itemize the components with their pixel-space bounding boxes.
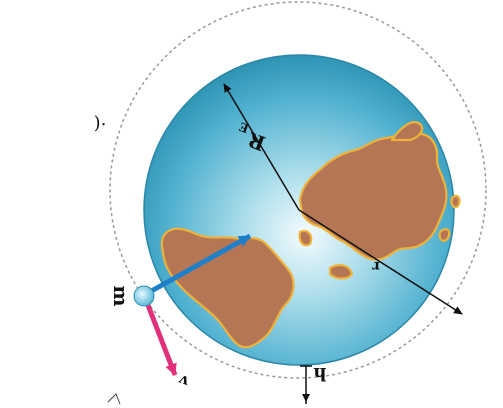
landmass-island-3: [328, 264, 354, 280]
label-orbit-radius: r: [372, 258, 380, 274]
orbit-radius-line: [298, 209, 463, 315]
landmass-island-1: [438, 228, 451, 242]
continents: [160, 121, 461, 349]
landmass-island-2: [450, 194, 461, 209]
satellite-mass: [133, 285, 155, 307]
label-velocity: v: [175, 371, 191, 392]
velocity-vector-arrow: [143, 299, 178, 376]
pencil-mark: [107, 393, 121, 405]
landmass-eurasia: [298, 132, 448, 261]
corner-mark: ·(: [94, 113, 107, 134]
label-radius-sub: E: [237, 119, 250, 135]
label-mass: m: [109, 285, 133, 306]
orbit-circle: [109, 1, 487, 379]
radius-line: [223, 83, 300, 211]
height-arrowhead: [302, 394, 310, 402]
landmass-peninsula: [390, 121, 424, 142]
landmass-south: [160, 227, 295, 349]
landmass-island-4: [298, 229, 313, 247]
position-vector-arrow: [144, 233, 252, 297]
label-height: h: [313, 363, 326, 384]
